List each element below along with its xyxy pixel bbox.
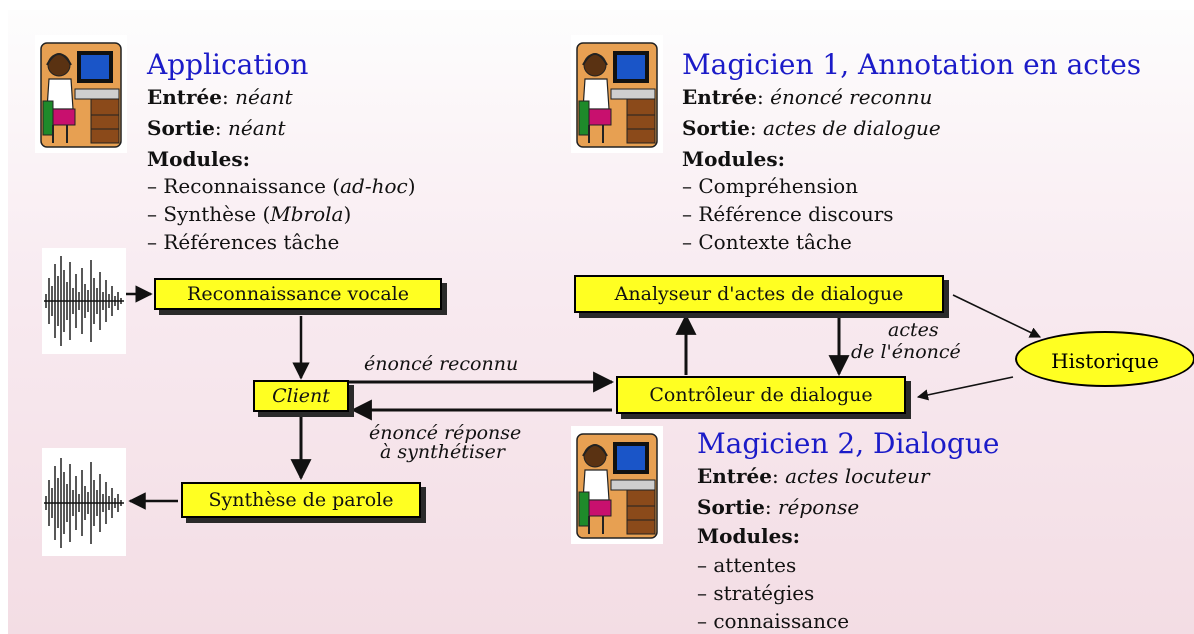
wizard2-output: Sortie: réponse <box>697 495 860 519</box>
diagram-arrows <box>126 285 1042 510</box>
application-title: Application <box>147 48 309 81</box>
wizard1-module-3: – Contexte tâche <box>682 230 852 254</box>
waveform-input-icon <box>44 256 124 346</box>
application-module-2: – Synthèse (Mbrola) <box>147 202 352 226</box>
application-input: Entrée: néant <box>147 85 293 109</box>
wizard2-module-2: – stratégies <box>697 581 815 605</box>
application-module-3: – Références tâche <box>147 230 340 254</box>
wizard1-modules-label: Modules: <box>682 147 785 171</box>
box-analyseur-actes: Analyseur d'actes de dialogue <box>574 275 944 313</box>
application-module-1: – Reconnaissance (ad-hoc) <box>147 174 416 198</box>
box-reconnaissance-vocale: Reconnaissance vocale <box>154 278 442 310</box>
application-output: Sortie: néant <box>147 116 286 140</box>
wizard2-module-3: – connaissance <box>697 609 850 633</box>
label-a-synthetiser: à synthétiser <box>380 441 505 463</box>
slide: Application Entrée: néant Sortie: néant … <box>8 10 1194 634</box>
wizard2-modules-label: Modules: <box>697 524 800 548</box>
waveform-output <box>42 448 126 556</box>
label-enonce-reconnu: énoncé reconnu <box>364 353 519 375</box>
label-de-l-enonce: de l'énoncé <box>851 341 961 363</box>
waveform-input <box>42 248 126 354</box>
application-modules-label: Modules: <box>147 147 250 171</box>
operator-portrait-wizard2 <box>571 426 663 544</box>
waveform-output-icon <box>44 458 124 548</box>
box-synthese-de-parole: Synthèse de parole <box>181 482 421 518</box>
operator-at-computer-icon <box>573 38 661 150</box>
arrow-historique-to-controleur <box>916 376 1014 401</box>
wizard1-output: Sortie: actes de dialogue <box>682 116 941 140</box>
label-enonce-reponse: énoncé réponse <box>369 422 522 444</box>
arrow-analyseur-to-historique <box>952 294 1042 338</box>
operator-portrait-application <box>35 35 127 153</box>
wizard2-title: Magicien 2, Dialogue <box>697 427 1000 460</box>
wizard2-input: Entrée: actes locuteur <box>697 464 930 488</box>
operator-portrait-wizard1 <box>571 35 663 153</box>
box-client: Client <box>253 380 349 412</box>
operator-at-computer-icon <box>37 38 125 150</box>
operator-at-computer-icon <box>573 429 661 541</box>
wizard1-module-2: – Référence discours <box>682 202 894 226</box>
wizard1-input: Entrée: énoncé reconnu <box>682 85 933 109</box>
ellipse-historique: Historique <box>1015 331 1194 387</box>
wizard1-module-1: – Compréhension <box>682 174 859 198</box>
wizard1-title: Magicien 1, Annotation en actes <box>682 48 1142 81</box>
box-controleur-dialogue: Contrôleur de dialogue <box>616 376 906 414</box>
wizard2-module-1: – attentes <box>697 553 797 577</box>
label-actes: actes <box>888 319 939 341</box>
